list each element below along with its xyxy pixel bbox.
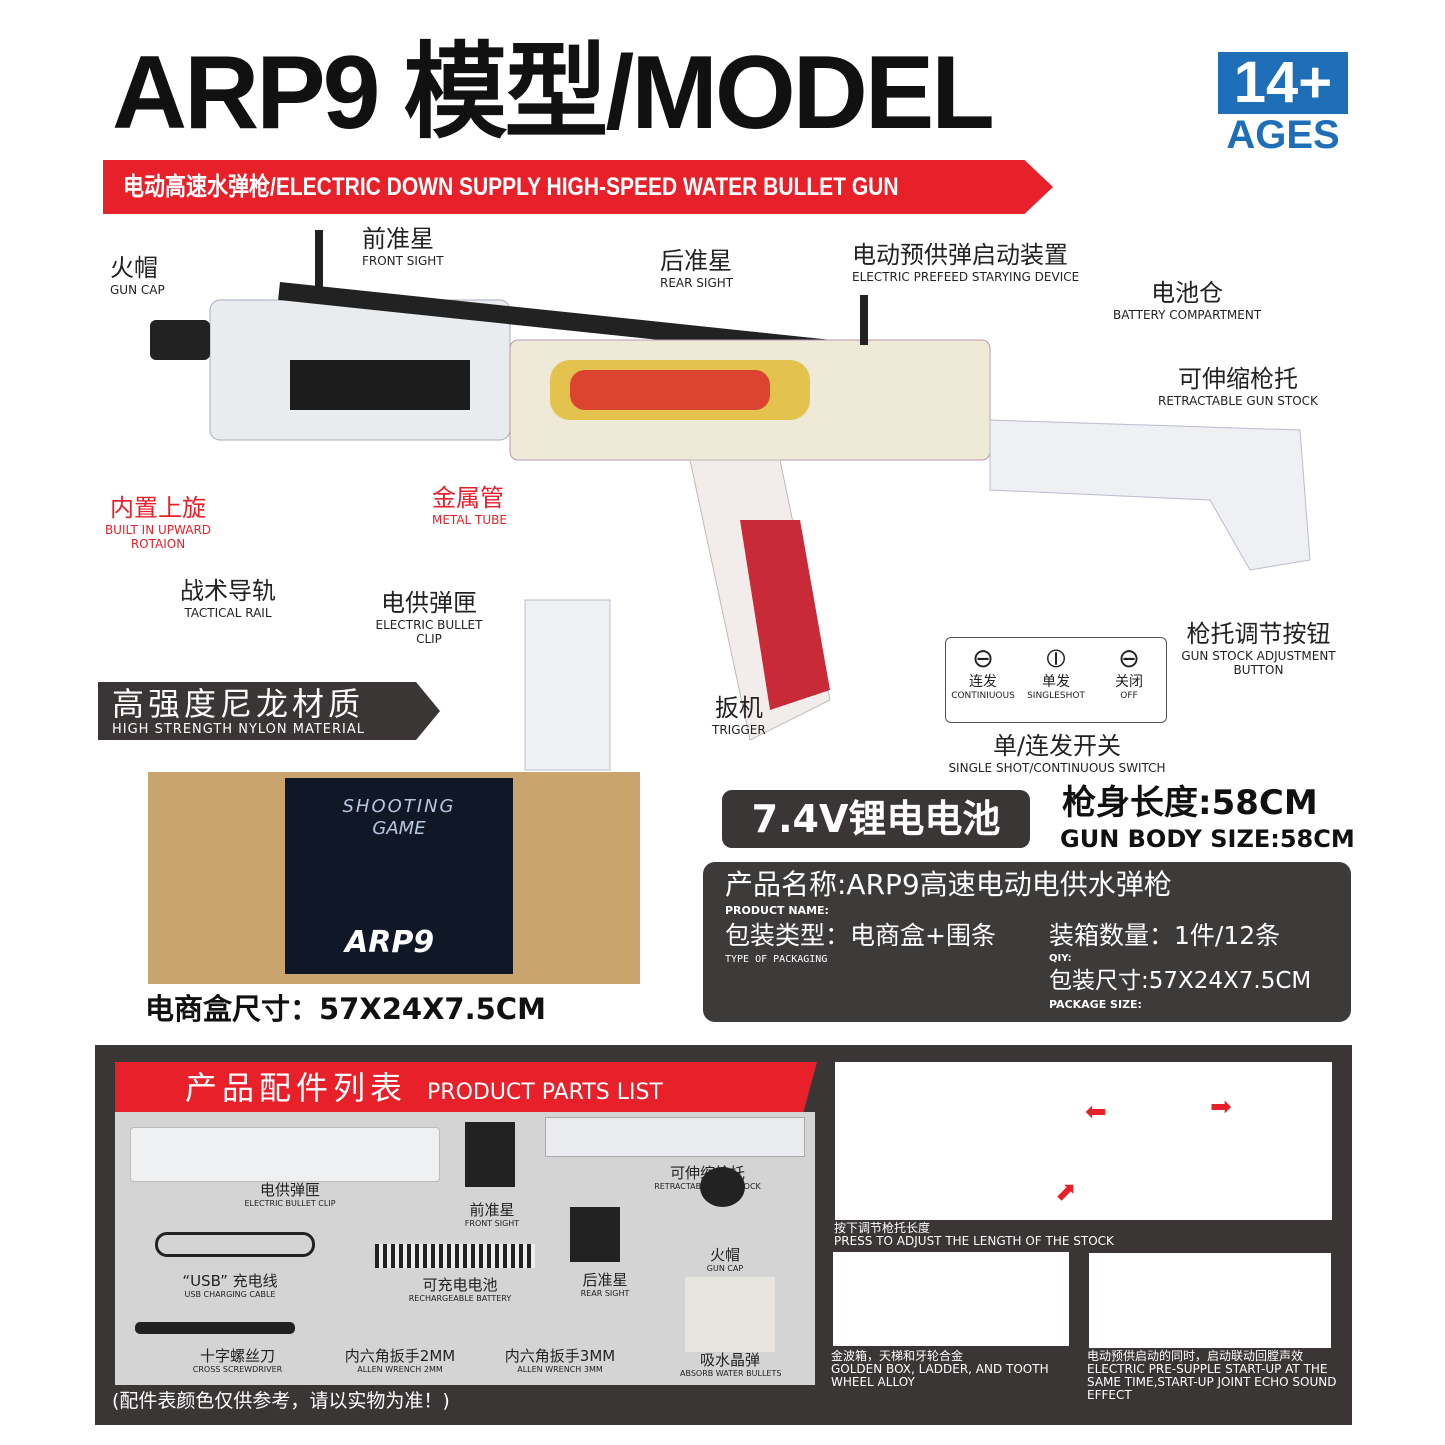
gearbox-photo (833, 1252, 1069, 1346)
parts-note: (配件表颜色仅供参考，请以实物为准！) (112, 1390, 450, 1412)
metal-tube (570, 370, 770, 410)
gun-cap-image (700, 1167, 745, 1207)
page-title: ARP9 模型/MODEL (112, 35, 995, 151)
arrow-left-icon: ⬅ (1085, 1097, 1107, 1127)
singleshot-icon: ⦶ (1046, 644, 1066, 674)
front-sight (315, 230, 323, 290)
screwdriver-image (135, 1322, 295, 1334)
continuous-icon: ⊖ (972, 644, 994, 674)
stock-adjust-photo: ⬅ ➡ ⬈ (835, 1062, 1332, 1220)
rear-sight-image (570, 1207, 620, 1262)
magazine-image (130, 1127, 440, 1182)
age-badge: 14+ (1218, 52, 1348, 114)
age-label: AGES (1226, 113, 1340, 157)
parts-grid (115, 1112, 815, 1385)
gun-size-cn: 枪身长度:58CM (1062, 783, 1318, 823)
gun-illustration (150, 230, 1311, 771)
arrow-up-icon: ⬈ (1055, 1177, 1077, 1207)
box-front: SHOOTING GAME ARP9 (285, 778, 513, 974)
water-bullets-image (685, 1277, 775, 1352)
front-sight-image (465, 1122, 515, 1187)
rear-sight (860, 295, 868, 345)
gun-cap (150, 320, 210, 360)
arrow-right-icon: ➡ (1210, 1092, 1232, 1122)
info-panel: 产品名称:ARP9高速电动电供水弹枪 PRODUCT NAME: 包装类型：电商… (703, 862, 1351, 1022)
usb-cable-image (155, 1232, 315, 1257)
product-banner-text: 电动高速水弹枪/ELECTRIC DOWN SUPPLY HIGH-SPEED … (123, 173, 899, 201)
gun-size-en: GUN BODY SIZE:58CM (1060, 825, 1355, 853)
off-icon: ⊖ (1118, 644, 1140, 674)
side-rail (290, 360, 470, 410)
box-size: 电商盒尺寸：57X24X7.5CM (145, 992, 546, 1026)
product-banner: 电动高速水弹枪/ELECTRIC DOWN SUPPLY HIGH-SPEED … (103, 160, 1053, 214)
prefeed-photo (1089, 1253, 1331, 1348)
stock (989, 419, 1311, 571)
magazine (524, 599, 611, 771)
battery-badge: 7.4V锂电电池 (722, 790, 1030, 848)
box-logo: ARP9 (345, 925, 435, 960)
battery-image (375, 1244, 535, 1268)
grip-insert (740, 520, 830, 710)
stock-image (545, 1117, 805, 1157)
